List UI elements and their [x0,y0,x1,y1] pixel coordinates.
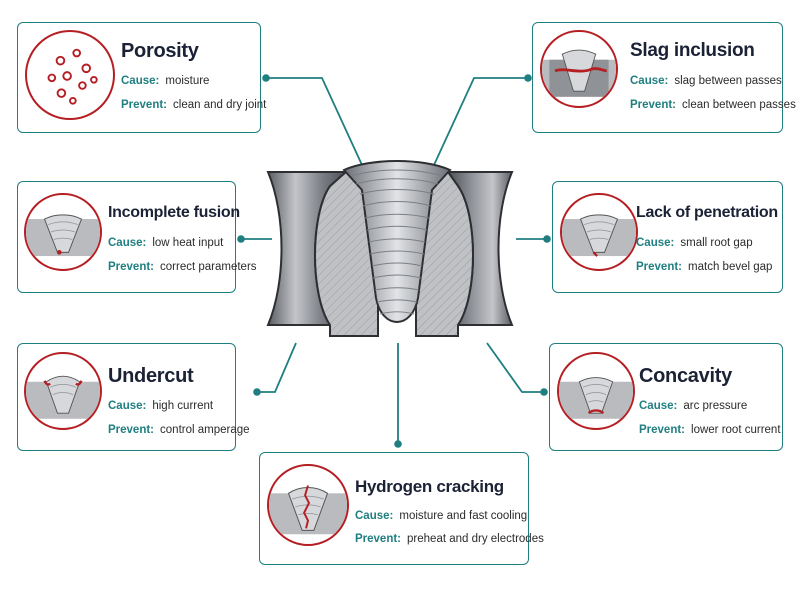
slag-inclusion-icon [540,30,618,108]
prevent-label: Prevent: [639,424,686,436]
defect-title: Lack of penetration [636,204,778,221]
prevent-label: Prevent: [108,424,155,436]
prevent-label: Prevent: [630,99,677,111]
defect-cause: Cause: slag between passes [630,75,782,87]
lack-of-penetration-icon [560,193,638,271]
cause-label: Cause: [636,237,675,249]
defect-cause: Cause: small root gap [636,237,753,249]
cause-text: slag between passes [674,75,782,87]
defect-card-concavity: Concavity Cause: arc pressure Prevent: low… [549,343,783,451]
cause-label: Cause: [355,510,394,522]
defect-prevent: Prevent: clean and dry joint [121,99,266,111]
prevent-text: control amperage [160,424,250,436]
defect-prevent: Prevent: clean between passes [630,99,796,111]
defect-card-hydrogen-cracking: Hydrogen cracking Cause: moisture and fas… [259,452,544,565]
cause-text: arc pressure [683,400,748,412]
prevent-text: clean between passes [682,99,796,111]
defect-title: Incomplete fusion [108,204,240,221]
defect-card-porosity: Porosity Cause: moisture Prevent: clean an… [17,22,266,133]
defect-prevent: Prevent: lower root current [639,424,781,436]
defect-prevent: Prevent: match bevel gap [636,261,772,273]
cause-text: high current [152,400,214,412]
cause-text: moisture and fast cooling [399,510,528,522]
prevent-label: Prevent: [121,99,168,111]
undercut-icon [24,352,102,430]
defect-card-incomplete-fusion: Incomplete fusion Cause: low heat input P… [17,181,257,293]
cause-label: Cause: [121,75,160,87]
defect-card-undercut: Undercut Cause: high current Prevent: cont… [17,343,250,451]
defect-prevent: Prevent: preheat and dry electrodes [355,533,544,545]
defect-card-lack-of-penetration: Lack of penetration Cause: small root gap… [552,181,783,293]
cause-text: low heat input [152,237,224,249]
defect-title: Hydrogen cracking [355,477,504,496]
cause-label: Cause: [108,237,147,249]
defect-title: Porosity [121,40,199,62]
defect-cause: Cause: arc pressure [639,400,747,412]
defect-title: Undercut [108,365,194,387]
defect-cause: Cause: moisture and fast cooling [355,510,527,522]
defect-cause: Cause: high current [108,400,213,412]
welded-pipe-illustration [266,160,514,337]
prevent-text: clean and dry joint [173,99,267,111]
defect-title: Concavity [639,365,732,387]
prevent-text: preheat and dry electrodes [407,533,544,545]
prevent-text: correct parameters [160,261,257,273]
defect-cause: Cause: low heat input [108,237,223,249]
prevent-label: Prevent: [108,261,155,273]
prevent-label: Prevent: [355,533,402,545]
hydrogen-cracking-icon [267,464,349,546]
defect-prevent: Prevent: control amperage [108,424,250,436]
cause-text: moisture [165,75,210,87]
defect-cause: Cause: moisture [121,75,209,87]
prevent-text: match bevel gap [688,261,773,273]
cause-label: Cause: [108,400,147,412]
porosity-icon [25,30,115,120]
prevent-text: lower root current [691,424,781,436]
defect-prevent: Prevent: correct parameters [108,261,257,273]
prevent-label: Prevent: [636,261,683,273]
cause-label: Cause: [630,75,669,87]
cause-text: small root gap [680,237,753,249]
defect-card-slag-inclusion: Slag inclusion Cause: slag between passes… [532,22,796,133]
incomplete-fusion-icon [24,193,102,271]
defect-title: Slag inclusion [630,40,755,61]
cause-label: Cause: [639,400,678,412]
concavity-icon [557,352,635,430]
